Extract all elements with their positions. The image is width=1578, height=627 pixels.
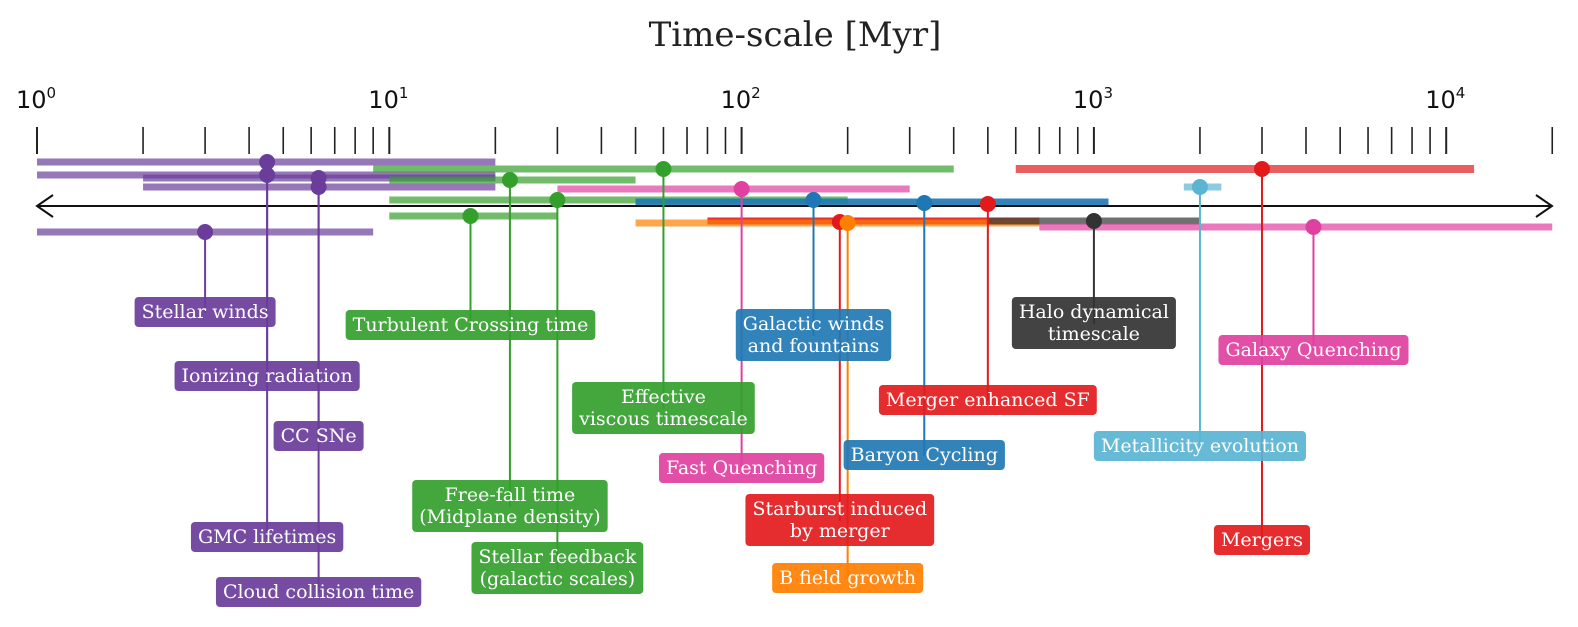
process-label: Ionizing radiation	[174, 361, 360, 391]
process-label: Baryon Cycling	[843, 440, 1005, 470]
value-marker	[549, 192, 566, 208]
process-label-text: Starburst induced	[752, 498, 927, 520]
process-label-text: (galactic scales)	[480, 568, 636, 590]
value-marker	[1191, 179, 1208, 195]
tick-label: 104	[1425, 84, 1465, 114]
process-label-text: B field growth	[779, 567, 916, 589]
process-label-text: GMC lifetimes	[198, 526, 336, 548]
process-label-text: Merger enhanced SF	[886, 389, 1090, 411]
range-bar	[1015, 165, 1475, 173]
process-label-text: Baryon Cycling	[851, 444, 998, 466]
right-arrow-icon	[1535, 194, 1554, 218]
tick-label: 101	[368, 84, 408, 114]
process-label-text: timescale	[1048, 323, 1140, 345]
value-marker	[655, 161, 672, 177]
axis-arrow	[35, 194, 1554, 218]
diagram-title: Time-scale [Myr]	[649, 15, 942, 55]
process-label-text: Cloud collision time	[223, 581, 414, 603]
process-label: Cloud collision time	[215, 577, 422, 607]
process-label-text: viscous timescale	[578, 408, 748, 430]
process-label-text: (Midplane density)	[419, 506, 600, 528]
process-label: Stellar winds	[134, 297, 276, 327]
process-label-text: Galactic winds	[743, 313, 884, 335]
process-label-text: CC SNe	[281, 425, 357, 447]
range-bar	[635, 198, 1109, 206]
process-label: Galaxy Quenching	[1218, 335, 1409, 365]
process-label: Fast Quenching	[658, 453, 825, 483]
process-label: GMC lifetimes	[190, 522, 344, 552]
range-bar	[389, 196, 848, 204]
value-marker	[1305, 219, 1322, 235]
axis-ticks: 100 101 102 103 104	[16, 84, 1554, 154]
process-label: Metallicity evolution	[1093, 431, 1307, 461]
process-label-text: Fast Quenching	[666, 457, 817, 479]
tick-label: 102	[721, 84, 761, 114]
value-marker	[839, 215, 856, 231]
process-label-text: Stellar winds	[142, 301, 269, 323]
process-label: B field growth	[772, 563, 924, 593]
process-label-text: Ionizing radiation	[182, 365, 353, 387]
process-label: Free-fall time(Midplane density)	[412, 480, 608, 532]
process-label-text: and fountains	[748, 335, 880, 357]
value-marker	[1253, 161, 1270, 177]
process-label: Stellar feedback(galactic scales)	[471, 542, 644, 594]
value-marker	[805, 192, 822, 208]
process-label-text: Effective	[621, 386, 706, 408]
value-marker	[733, 181, 750, 197]
left-arrow-icon	[35, 194, 54, 218]
range-bar	[557, 185, 910, 193]
value-marker	[501, 172, 518, 188]
value-marker	[462, 208, 479, 224]
process-label: Mergers	[1213, 525, 1311, 555]
value-markers	[197, 154, 1322, 240]
value-marker	[1085, 213, 1102, 229]
value-marker	[979, 196, 996, 212]
process-label-text: Turbulent Crossing time	[353, 314, 589, 336]
process-label-text: Mergers	[1221, 529, 1303, 551]
tick-label: 103	[1073, 84, 1113, 114]
value-marker	[259, 154, 276, 170]
process-label: Merger enhanced SF	[878, 385, 1097, 415]
value-marker	[197, 224, 214, 240]
tick-label: 100	[16, 84, 56, 114]
process-label-text: Stellar feedback	[478, 546, 636, 568]
process-label-text: Galaxy Quenching	[1225, 339, 1401, 361]
process-label: CC SNe	[273, 421, 364, 451]
process-label-text: by merger	[790, 520, 891, 542]
value-marker	[259, 167, 276, 183]
process-label-text: Metallicity evolution	[1101, 435, 1299, 457]
value-marker	[310, 179, 327, 195]
range-bar	[1039, 223, 1553, 231]
process-label-text: Free-fall time	[445, 484, 576, 506]
process-label-text: Halo dynamical	[1019, 301, 1169, 323]
value-marker	[916, 195, 933, 211]
process-label: Turbulent Crossing time	[345, 310, 596, 340]
